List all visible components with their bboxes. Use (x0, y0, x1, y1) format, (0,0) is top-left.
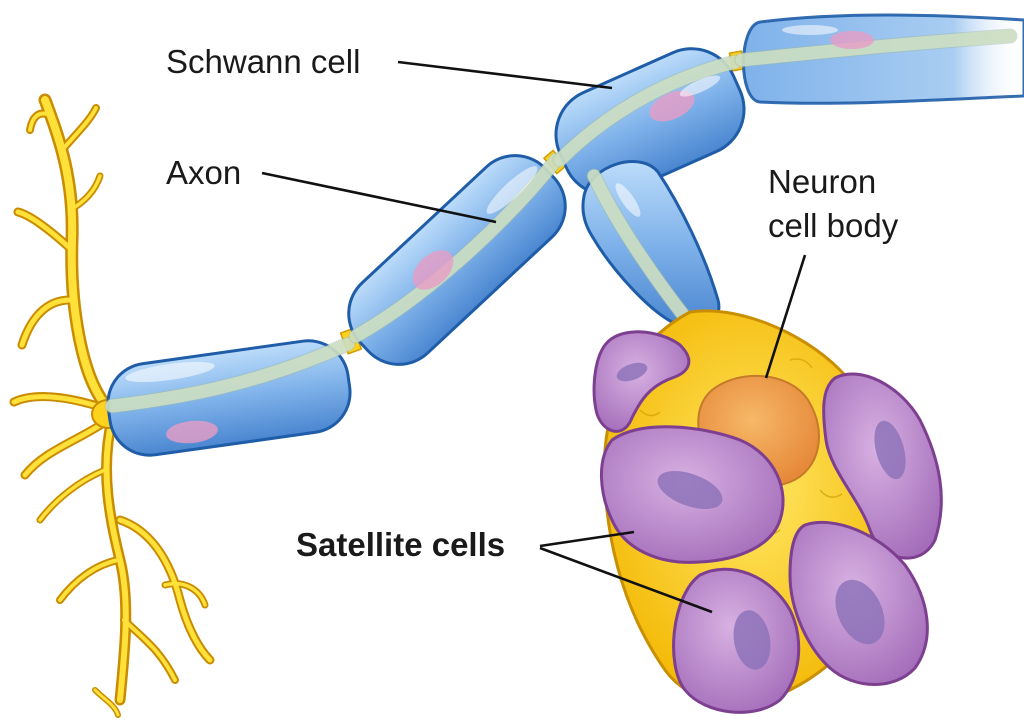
schwann-cell-segment (552, 47, 746, 197)
satellite-cell (822, 372, 943, 560)
schwann-cell-segment (104, 336, 356, 457)
satellite-cells-leader-upper (539, 530, 635, 548)
schwann-cell-segment (347, 152, 567, 366)
schwann-cell-leader (397, 60, 613, 90)
leader-lines (261, 60, 807, 614)
satellite-cell (788, 520, 929, 686)
axon-label: Axon (166, 154, 241, 191)
satellite-cells-leader-lower (539, 546, 713, 614)
neuron-cell-body-label-line1: Neuron (768, 163, 876, 200)
satellite-cell (672, 567, 801, 714)
satellite-cells-label: Satellite cells (296, 526, 505, 563)
satellite-cell (592, 330, 691, 433)
satellite-cells (592, 330, 943, 714)
dendrites (9, 93, 215, 718)
neuron-cell-body-leader (764, 254, 807, 379)
schwann-cell-segment (581, 160, 721, 329)
schwann-cell-segment (734, 13, 1024, 105)
neuron-cell-body-label-line2: cell body (768, 207, 899, 244)
axon-leader (261, 171, 497, 224)
myelinated-axon (104, 13, 1024, 457)
satellite-cell (600, 425, 785, 564)
schwann-cell-label: Schwann cell (166, 43, 360, 80)
